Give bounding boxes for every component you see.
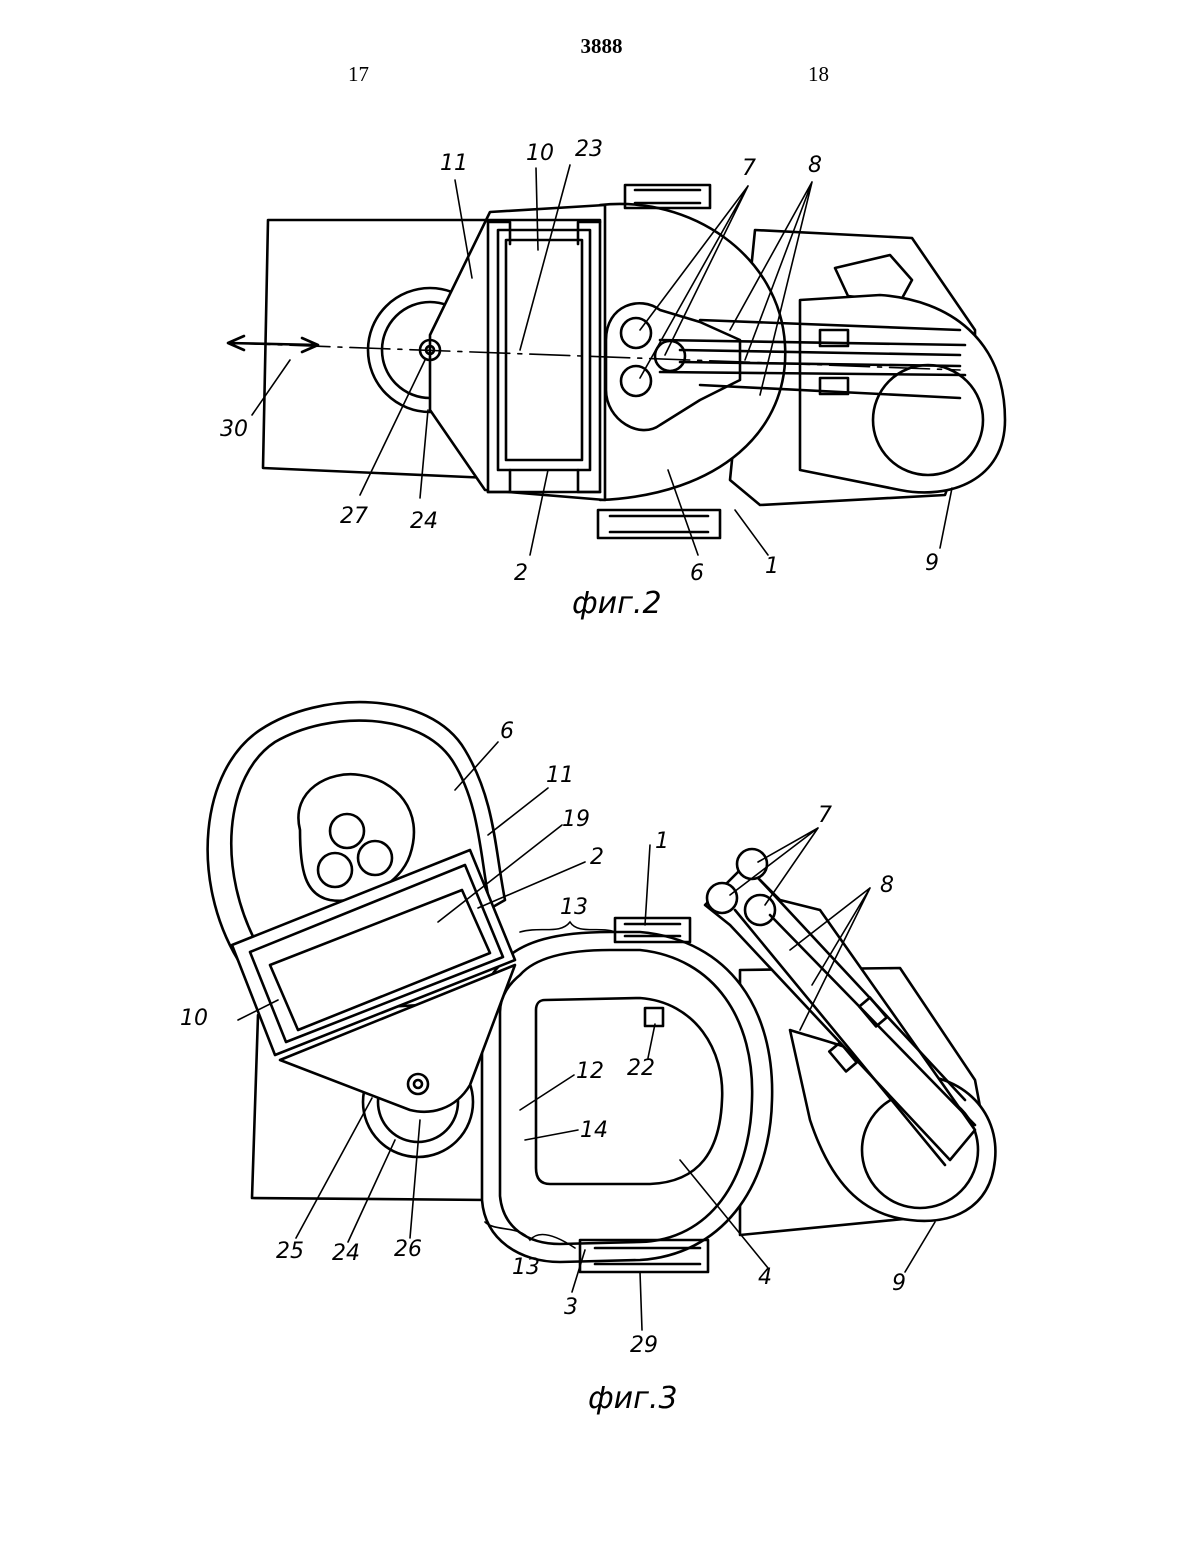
fig3-label-2: 2 — [590, 845, 604, 870]
fig3-label-26: 26 — [394, 1237, 422, 1262]
fig2-arrow-30 — [228, 336, 318, 352]
leader — [252, 360, 290, 415]
fig3-lance-7a — [737, 849, 767, 879]
fig2-lance-7c — [621, 366, 651, 396]
leader — [640, 1272, 642, 1330]
fig2-pulley-9 — [873, 365, 983, 475]
fig3-electrode-c — [358, 841, 392, 875]
fig2-caption: фиг.2 — [572, 586, 662, 621]
fig3-label-22: 22 — [627, 1056, 655, 1081]
leader — [455, 180, 472, 278]
fig2-label-27: 27 — [340, 504, 368, 529]
figure-3: 6 11 19 2 1 13 7 8 10 12 22 14 25 24 26 … — [180, 702, 995, 1416]
fig3-label-29: 29 — [630, 1333, 658, 1358]
fig3-label-10: 10 — [180, 1006, 208, 1031]
fig2-label-2: 2 — [514, 561, 528, 586]
leader — [905, 1222, 935, 1272]
leader — [296, 1098, 372, 1238]
fig3-label-8: 8 — [880, 873, 894, 898]
fig2-label-8: 8 — [808, 153, 822, 178]
fig2-label-7: 7 — [742, 156, 756, 181]
fig3-label-7: 7 — [818, 803, 832, 828]
fig3-label-11: 11 — [546, 763, 574, 788]
leader — [348, 1140, 395, 1242]
fig2-label-24: 24 — [410, 509, 438, 534]
fig2-label-30: 30 — [220, 417, 248, 442]
fig2-label-10: 10 — [526, 141, 554, 166]
fig2-bottom-rollers — [598, 510, 720, 538]
leader — [488, 788, 548, 835]
fig3-caption: фиг.3 — [588, 1381, 678, 1416]
fig3-chamber-1 — [482, 932, 772, 1262]
fig3-label-13a: 13 — [560, 895, 588, 920]
fig2-label-1: 1 — [765, 554, 779, 579]
fig2-label-9: 9 — [925, 551, 939, 576]
fig3-lance-7b — [707, 883, 737, 913]
fig3-lance-7c — [745, 895, 775, 925]
fig3-label-12: 12 — [576, 1059, 604, 1084]
fig3-label-24: 24 — [332, 1241, 360, 1266]
fig3-label-13b: 13 — [512, 1255, 540, 1280]
fig3-label-19: 19 — [562, 807, 590, 832]
fig3-label-9: 9 — [892, 1271, 906, 1296]
leader — [420, 410, 428, 498]
fig3-label-14: 14 — [580, 1118, 608, 1143]
leader — [940, 488, 952, 548]
fig3-electrode-a — [330, 814, 364, 848]
leader — [735, 510, 768, 555]
fig3-label-3: 3 — [564, 1295, 578, 1320]
fig3-brace-13a — [520, 922, 615, 932]
fig3-label-4: 4 — [758, 1265, 772, 1290]
fig3-label-1: 1 — [655, 829, 669, 854]
leader — [645, 845, 650, 925]
fig3-label-6: 6 — [500, 719, 514, 744]
figure-2: 11 10 23 7 8 30 27 24 2 6 1 9 фиг.2 — [220, 137, 1005, 621]
fig3-electrode-b — [318, 853, 352, 887]
fig2-label-11: 11 — [440, 151, 468, 176]
fig3-label-25: 25 — [276, 1239, 304, 1264]
fig2-label-23: 23 — [575, 137, 603, 162]
fig2-label-6: 6 — [690, 561, 704, 586]
